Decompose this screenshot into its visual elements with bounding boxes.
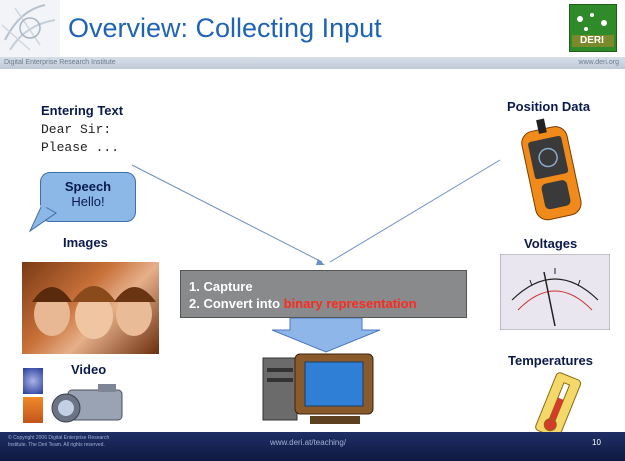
logo-text: DERI bbox=[580, 35, 604, 46]
institute-name: Digital Enterprise Research Institute bbox=[4, 59, 116, 66]
entering-text-line2: Please ... bbox=[41, 140, 120, 155]
speech-heading: Speech bbox=[64, 179, 112, 194]
video-thumbnail-bottom bbox=[23, 397, 43, 423]
step-capture: 1. Capture bbox=[189, 279, 253, 294]
binary-representation-highlight: binary representation bbox=[283, 296, 417, 311]
images-label: Images bbox=[63, 235, 108, 250]
slide-footer bbox=[0, 432, 625, 461]
position-data-label: Position Data bbox=[507, 99, 591, 114]
entering-text-heading: Entering Text bbox=[41, 103, 124, 118]
process-box: 1. Capture 2. Convert into binary repres… bbox=[180, 270, 467, 318]
step-convert-prefix: 2. Convert into bbox=[189, 296, 284, 311]
slide-title: Overview: Collecting Input bbox=[68, 13, 382, 43]
header-url: www.deri.org bbox=[578, 59, 619, 66]
decoration-graphic bbox=[0, 0, 60, 58]
video-camera-icon bbox=[51, 384, 123, 423]
video-thumbnail-top bbox=[23, 368, 43, 394]
video-label: Video bbox=[71, 362, 107, 377]
gps-device-icon bbox=[521, 118, 582, 221]
voltages-label: Voltages bbox=[524, 236, 578, 251]
photo-image bbox=[22, 262, 159, 354]
deri-logo: DERI bbox=[569, 4, 617, 52]
speech-bubble: Speech Hello! bbox=[40, 172, 136, 222]
computer-icon bbox=[262, 353, 374, 424]
page-number: 10 bbox=[592, 438, 601, 447]
sub-header-bar bbox=[0, 57, 625, 69]
voltmeter-icon bbox=[500, 254, 610, 330]
entering-text-line1: Dear Sir: bbox=[41, 122, 112, 137]
footer-copyright: © Copyright 2006 Digital Enterprise Rese… bbox=[8, 435, 110, 448]
speech-bubble-tail bbox=[28, 205, 57, 233]
speech-text: Hello! bbox=[71, 194, 105, 209]
temperatures-label: Temperatures bbox=[508, 353, 594, 368]
step-convert: 2. Convert into binary representation bbox=[189, 296, 417, 311]
slide-header bbox=[0, 0, 625, 58]
footer-url: www.deri.at/teaching/ bbox=[270, 438, 347, 447]
